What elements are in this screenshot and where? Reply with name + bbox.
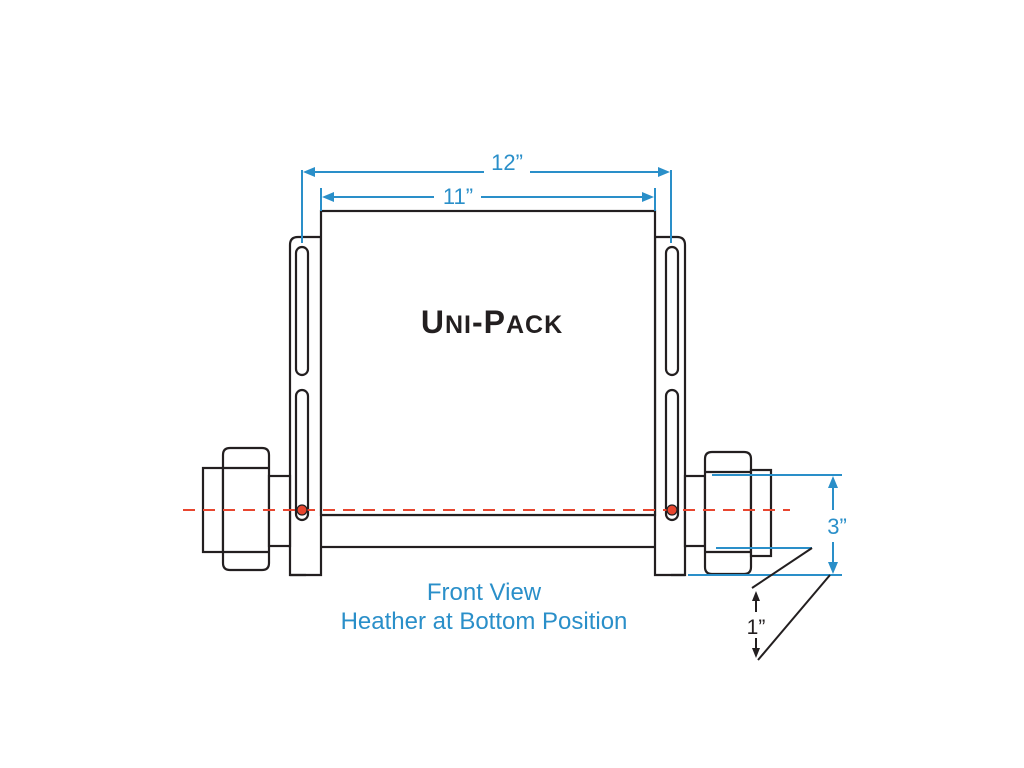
main-enclosure xyxy=(319,209,657,517)
title-letters-ni: NI xyxy=(445,311,472,339)
heater-offset-bottom-arrow xyxy=(752,648,760,658)
right-bracket-lower-slot xyxy=(664,388,680,522)
heater-offset-label: 1” xyxy=(747,616,766,639)
caption-line-2: Heather at Bottom Position xyxy=(341,608,628,635)
left-bracket-upper-slot xyxy=(294,245,310,377)
box-width-label: 11” xyxy=(443,184,473,209)
heater-offset-top-arrow xyxy=(752,591,760,601)
right-union-nut xyxy=(703,450,753,576)
box-width-left-arrow xyxy=(322,192,334,202)
overall-width-left-arrow xyxy=(303,167,315,177)
heater-offset-angled-upper xyxy=(751,547,813,589)
title-letter-u: U xyxy=(421,304,445,340)
right-bracket-upper-slot xyxy=(664,245,680,377)
right-mounting-bracket xyxy=(653,235,687,577)
right-union-pipe xyxy=(749,468,773,558)
overall-width-right-arrow xyxy=(658,167,670,177)
box-width-right-arrow xyxy=(642,192,654,202)
left-bracket-lower-slot xyxy=(294,388,310,522)
title-letter-p: P xyxy=(484,304,506,340)
product-title: UNI-PACK xyxy=(421,304,563,340)
title-dash: - xyxy=(472,304,484,340)
title-letters-ack: ACK xyxy=(506,311,563,339)
left-heater-position-dot xyxy=(296,504,308,516)
heater-offset-angled-lower xyxy=(757,574,831,661)
base-plate xyxy=(288,513,687,549)
union-height-label: 3” xyxy=(827,514,847,539)
right-heater-position-dot xyxy=(666,504,678,516)
overall-width-label: 12” xyxy=(491,150,523,175)
caption-line-1: Front View xyxy=(427,579,542,606)
union-height-bottom-arrow xyxy=(828,562,838,574)
union-height-top-arrow xyxy=(828,476,838,488)
left-mounting-bracket xyxy=(288,235,323,577)
